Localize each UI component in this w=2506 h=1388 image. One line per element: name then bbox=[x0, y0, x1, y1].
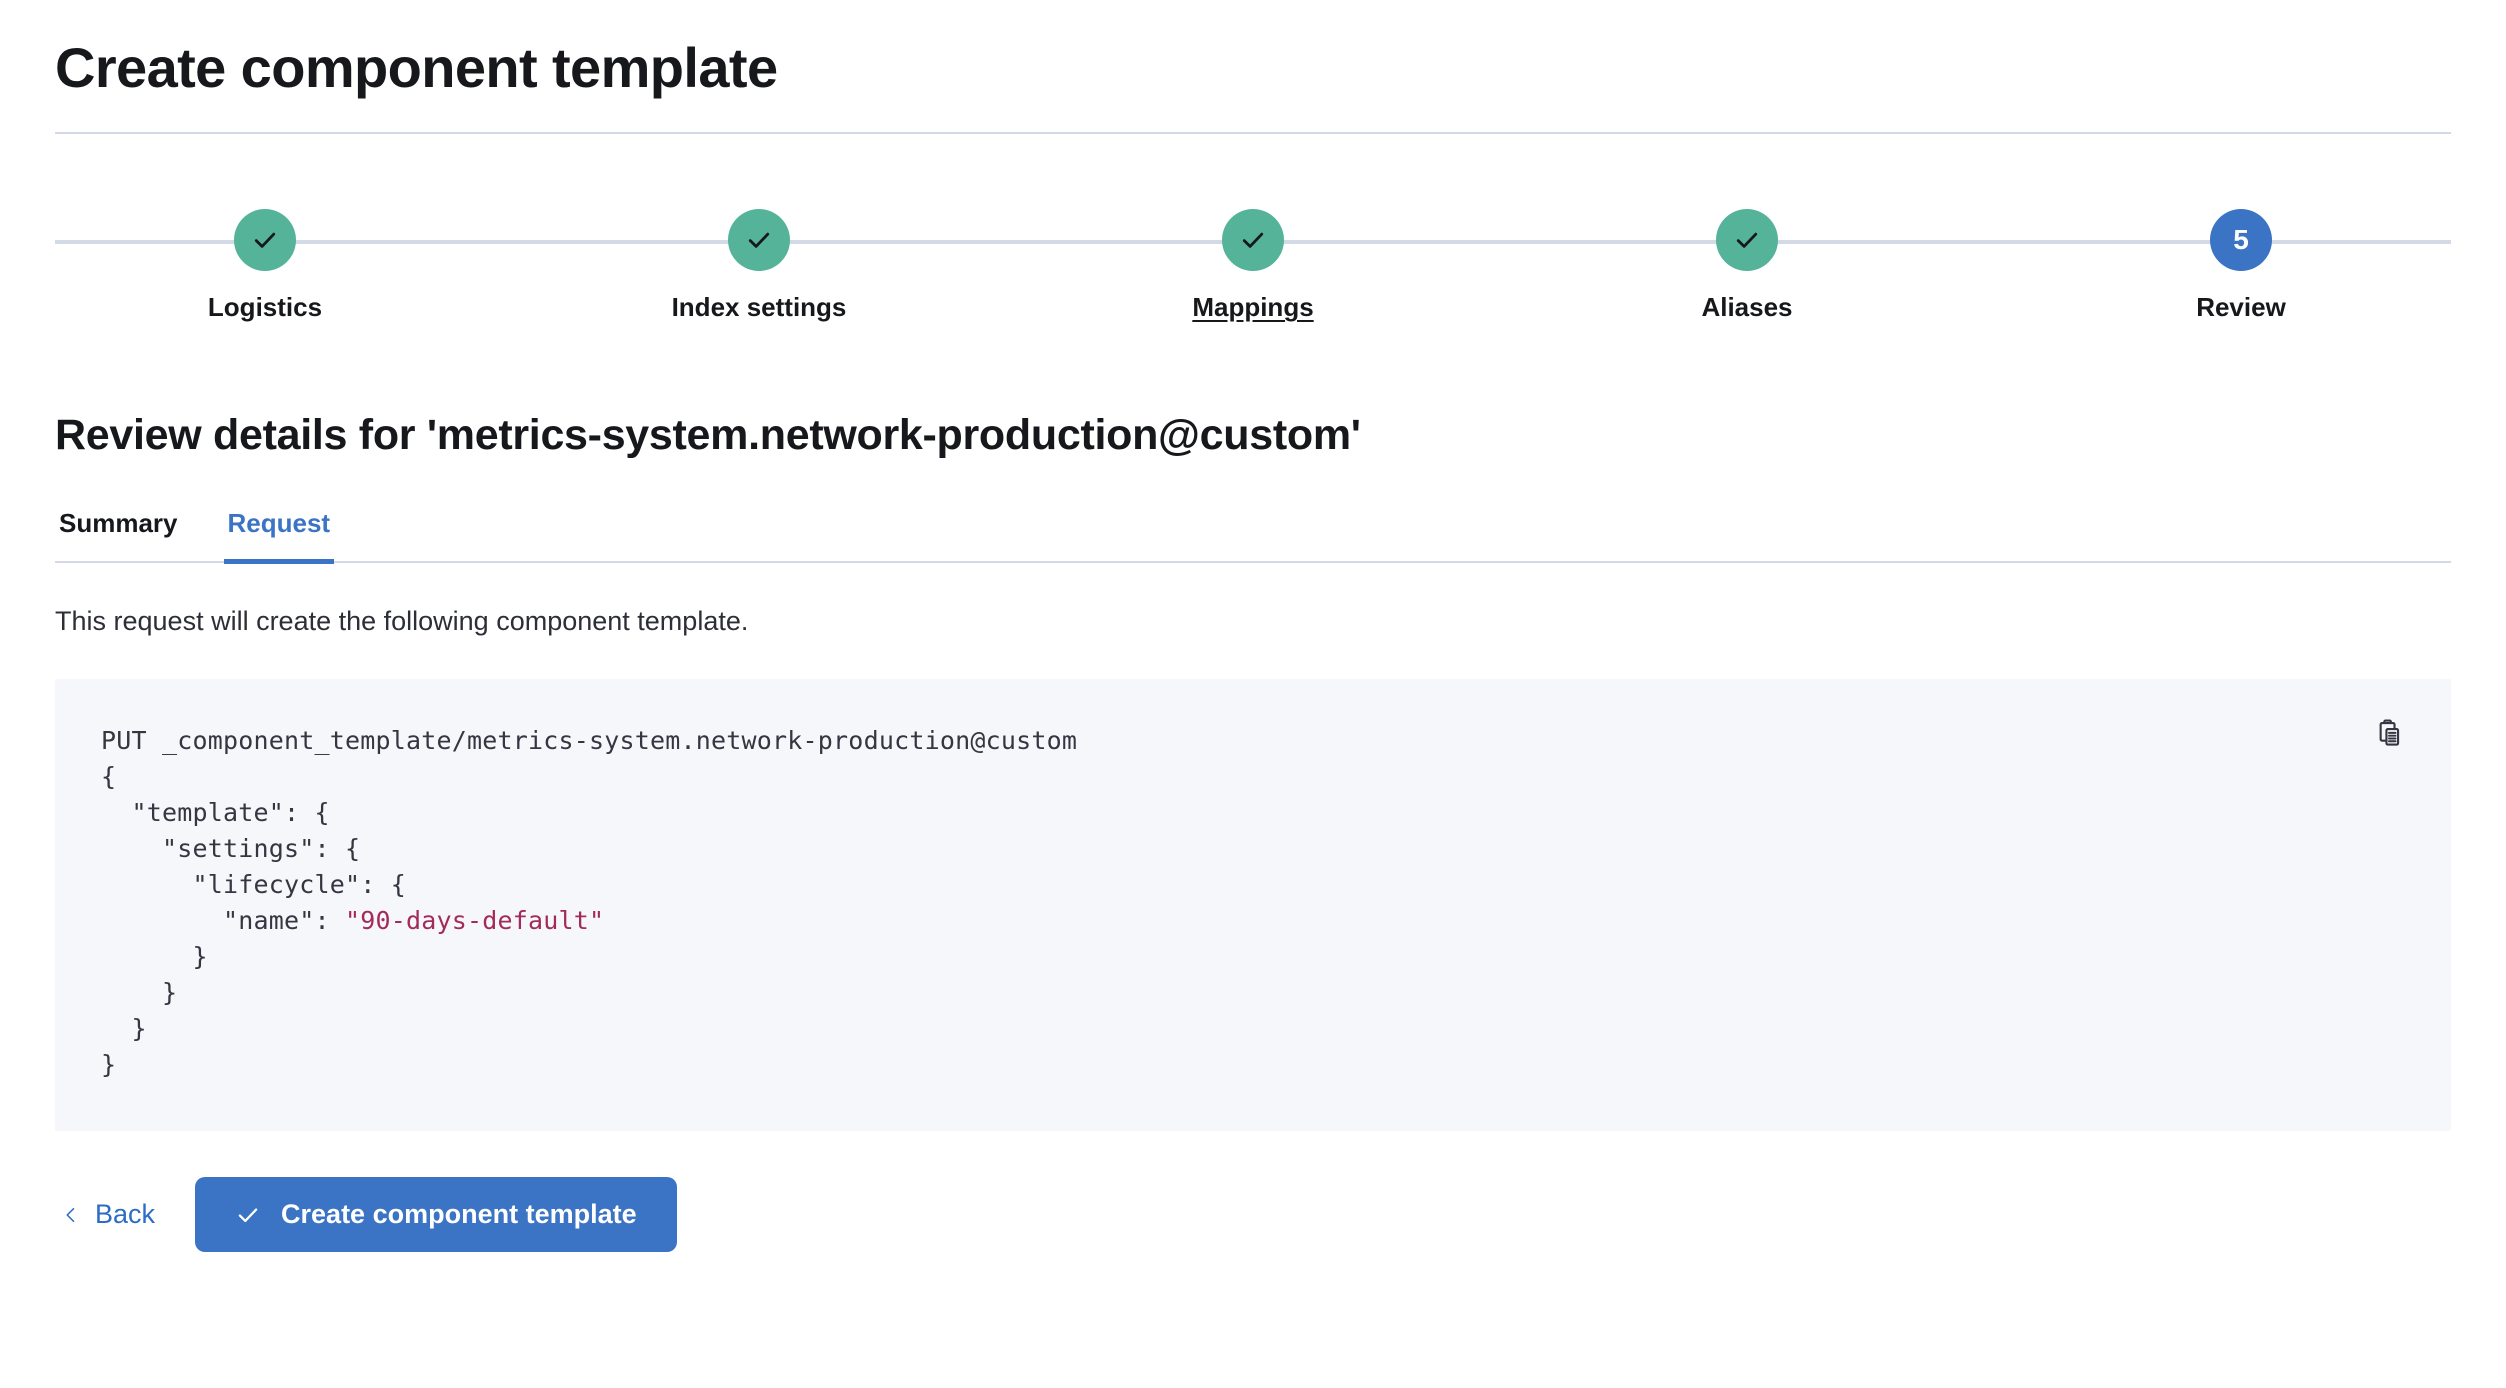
stepper-label-logistics[interactable]: Logistics bbox=[207, 292, 323, 323]
stepper-label-index-settings[interactable]: Index settings bbox=[671, 292, 847, 323]
wizard-stepper: Logistics Index settings Mappings bbox=[55, 209, 2451, 349]
check-icon bbox=[1736, 233, 1758, 249]
check-icon bbox=[748, 233, 770, 249]
stepper-step-logistics[interactable]: Logistics bbox=[115, 209, 415, 323]
stepper-track: Logistics Index settings Mappings bbox=[55, 209, 2451, 323]
create-component-template-button[interactable]: Create component template bbox=[195, 1177, 677, 1253]
step-status-circle-review[interactable]: 5 bbox=[2210, 209, 2272, 272]
back-button-label: Back bbox=[95, 1199, 156, 1230]
stepper-label-mappings[interactable]: Mappings bbox=[1192, 292, 1314, 323]
check-icon bbox=[254, 233, 276, 249]
copy-to-clipboard-button[interactable] bbox=[2365, 709, 2413, 757]
create-component-template-label: Create component template bbox=[281, 1199, 637, 1230]
request-code-content: PUT _component_template/metrics-system.n… bbox=[101, 723, 2405, 1083]
stepper-label-aliases[interactable]: Aliases bbox=[1701, 292, 1793, 323]
step-status-circle-logistics[interactable] bbox=[234, 209, 296, 272]
copy-to-clipboard-icon bbox=[2379, 719, 2400, 746]
code-line-6-value: "90-days-default" bbox=[345, 906, 605, 936]
stepper-step-aliases[interactable]: Aliases bbox=[1597, 209, 1897, 323]
stepper-step-mappings[interactable]: Mappings bbox=[1103, 209, 1403, 323]
code-line-8: } bbox=[101, 978, 178, 1008]
code-line-6-key: "name": bbox=[101, 906, 346, 936]
code-line-2: { bbox=[101, 762, 117, 792]
stepper-step-index-settings[interactable]: Index settings bbox=[609, 209, 909, 323]
tab-summary[interactable]: Summary bbox=[55, 508, 182, 564]
stepper-step-review[interactable]: 5 Review bbox=[2091, 209, 2391, 323]
request-code-block: PUT _component_template/metrics-system.n… bbox=[55, 679, 2451, 1132]
step-status-circle-mappings[interactable] bbox=[1222, 209, 1284, 272]
code-line-7: } bbox=[101, 942, 208, 972]
code-line-3: "template": { bbox=[101, 798, 330, 828]
code-line-10: } bbox=[101, 1050, 117, 1080]
check-icon bbox=[238, 1208, 258, 1222]
footer-actions: Back Create component template bbox=[55, 1177, 2451, 1253]
request-description: This request will create the following c… bbox=[55, 606, 749, 637]
code-line-9: } bbox=[101, 1014, 147, 1044]
title-divider bbox=[55, 132, 2451, 135]
page-title: Create component template bbox=[55, 36, 778, 99]
review-heading: Review details for 'metrics-system.netwo… bbox=[55, 411, 1361, 460]
tab-request[interactable]: Request bbox=[223, 508, 335, 565]
code-line-4: "settings": { bbox=[101, 834, 361, 864]
back-button[interactable]: Back bbox=[55, 1191, 161, 1238]
check-icon bbox=[1242, 233, 1264, 249]
step-status-circle-aliases[interactable] bbox=[1716, 209, 1778, 272]
code-line-1: PUT _component_template/metrics-system.n… bbox=[101, 726, 1078, 756]
chevron-left-icon bbox=[66, 1207, 75, 1222]
code-line-5: "lifecycle": { bbox=[101, 870, 407, 900]
review-tabs: Summary Request bbox=[55, 508, 2451, 565]
step-status-circle-index-settings[interactable] bbox=[728, 209, 790, 272]
stepper-label-review[interactable]: Review bbox=[2196, 292, 2286, 323]
